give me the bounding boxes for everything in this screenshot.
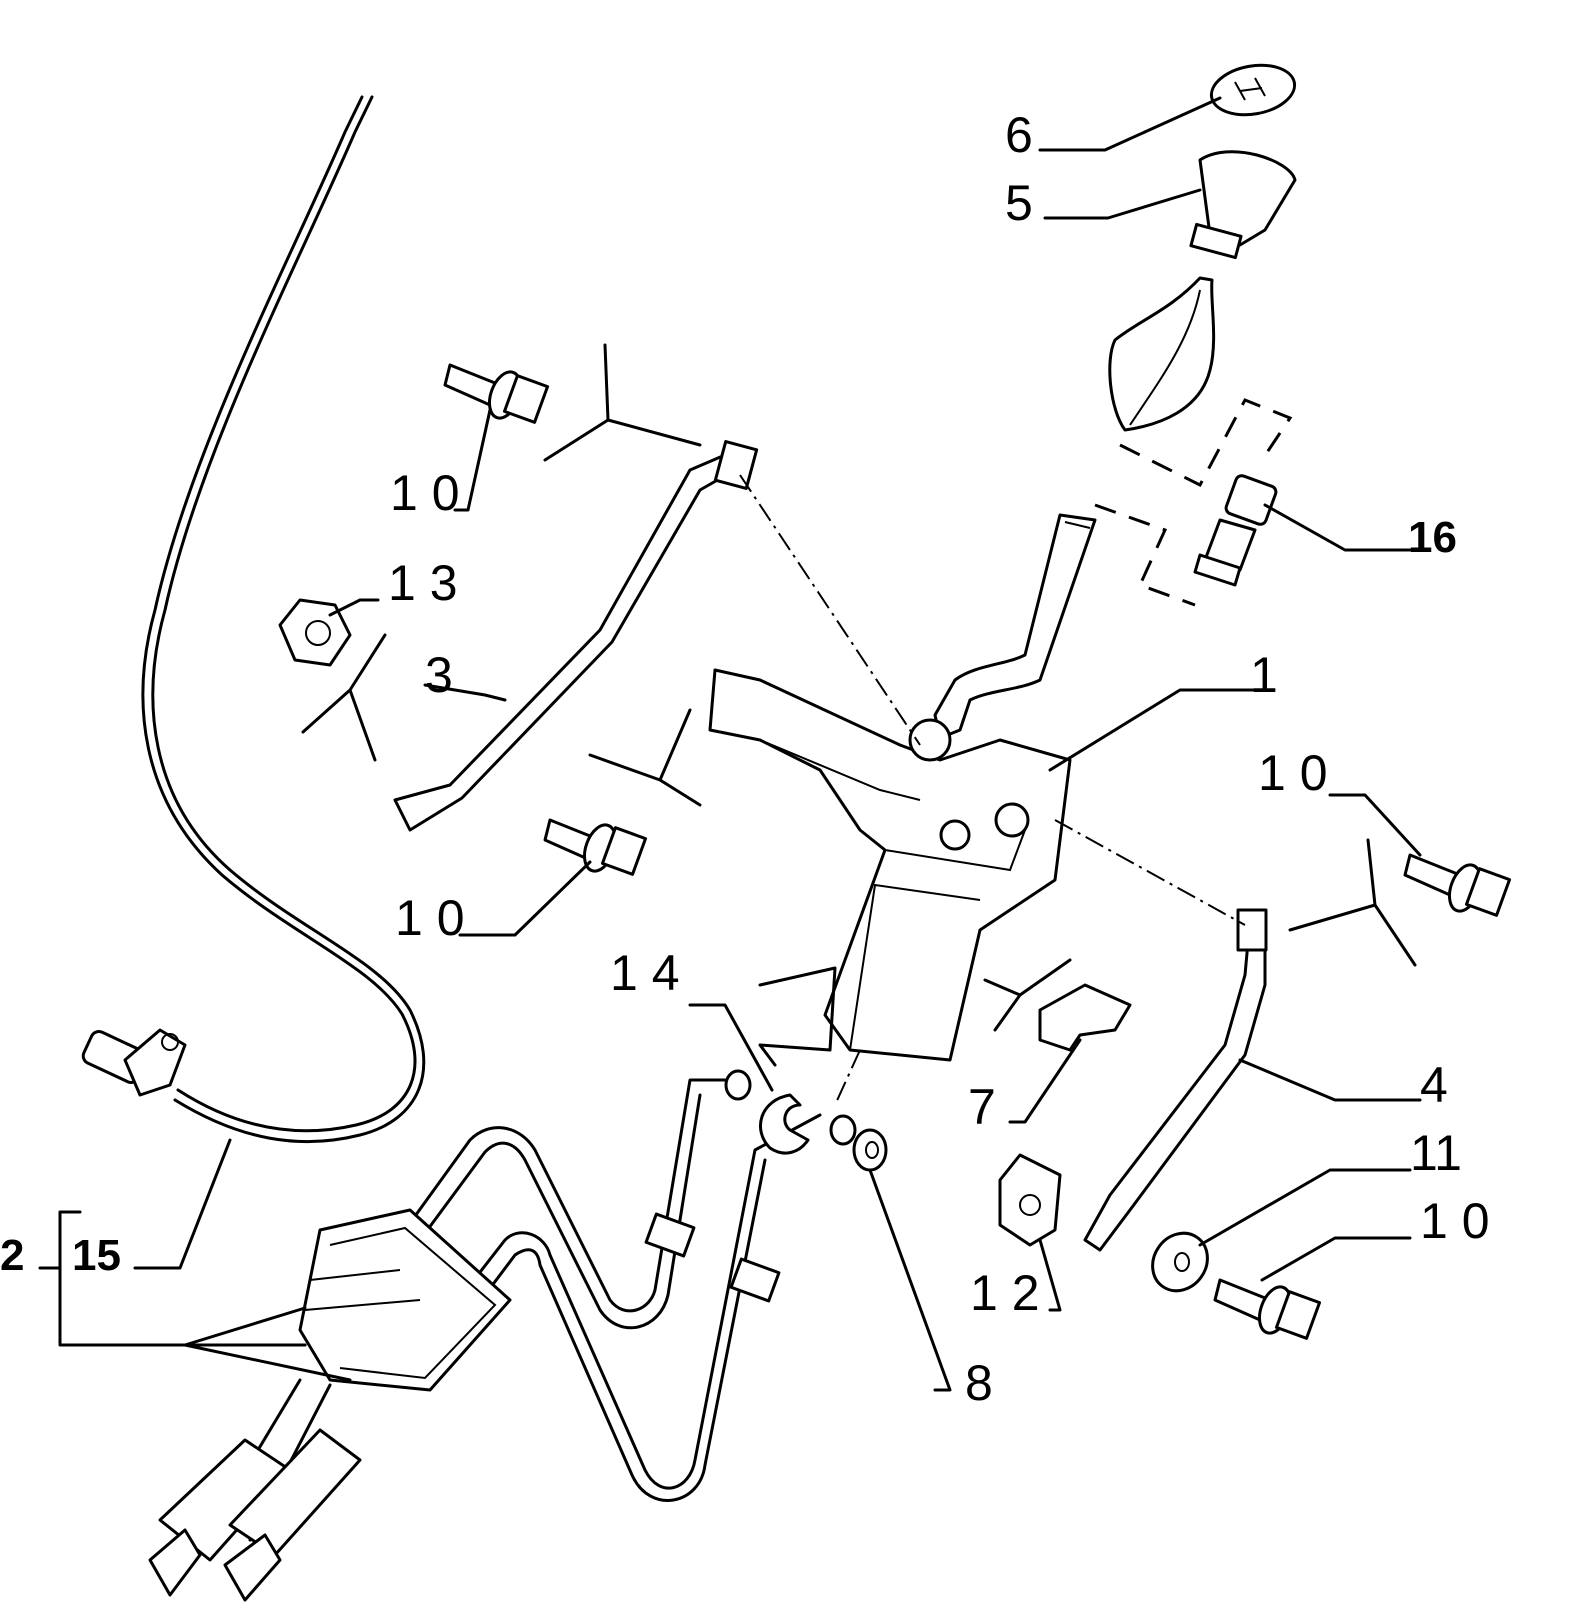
part-4-rod [1054,819,1422,1252]
part-12-clip [998,1153,1062,1312]
part-11-washer [1151,1168,1412,1293]
callout-13: 13 [388,555,472,611]
part-10-bolt-lower-right [1213,1236,1412,1340]
part-10-bolt-upper-left [443,363,550,512]
callout-8: 8 [965,1355,993,1411]
callout-12: 12 [970,1265,1054,1321]
callout-labels: 1 2 3 4 5 6 7 8 10 10 10 10 11 12 13 14 … [0,107,1504,1411]
part-8-14-rings [688,1003,952,1392]
callout-10-right: 10 [1258,745,1342,801]
callout-14: 14 [610,945,694,1001]
callout-4: 4 [1420,1057,1448,1113]
part-10-bolt-right [1328,793,1512,917]
part-13-nut [278,598,380,667]
part-boot-16 [1094,276,1412,607]
callout-3: 3 [425,647,453,703]
part-1-lever-assembly [708,513,1257,1062]
callout-2: 2 [0,1231,24,1280]
callout-5: 5 [1005,175,1033,231]
leader-ticks [301,343,1417,1106]
callout-10-lower-right: 10 [1420,1193,1504,1249]
part-3-rod [393,440,921,832]
callout-7: 7 [968,1079,996,1135]
part-10-bolt-mid-left [458,818,648,937]
part-7-plate [1008,983,1132,1124]
callout-11: 11 [1410,1125,1462,1181]
callout-15: 15 [72,1231,121,1280]
part-2-twin-cables [38,1078,822,1602]
part-15-sensor-cable [81,95,426,1270]
callout-6: 6 [1005,107,1033,163]
callout-10-upper-left: 10 [390,465,474,521]
part-5-6-knob-cap [1038,63,1297,260]
callout-10-mid-left: 10 [395,890,479,946]
callout-1: 1 [1250,647,1278,703]
callout-16: 16 [1408,513,1457,562]
